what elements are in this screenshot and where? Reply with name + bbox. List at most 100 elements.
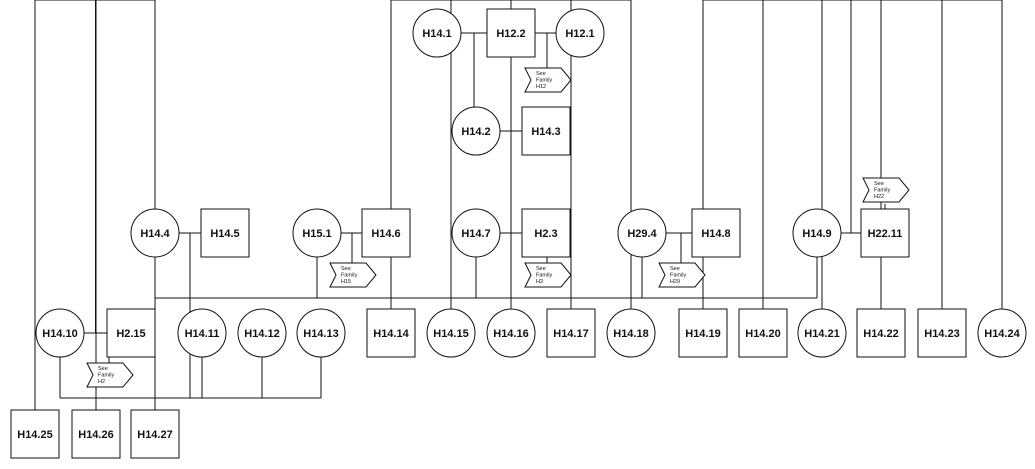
male-square: [200, 208, 250, 258]
male-square: [71, 409, 121, 459]
flag-shape: [86, 362, 134, 388]
male-square: [366, 308, 416, 358]
male-square: [10, 409, 60, 459]
person-H14-20[interactable]: H14.20: [738, 308, 788, 358]
person-label: H14.13: [303, 328, 338, 340]
person-H14-25[interactable]: H14.25: [10, 409, 60, 459]
family-references: SeeFamilyH12SeeFamilyH15SeeFamilyH2SeeFa…: [86, 67, 910, 388]
person-H22-11[interactable]: H22.11: [860, 208, 910, 258]
flag-text: See: [536, 266, 546, 272]
person-label: H14.26: [78, 429, 113, 441]
female-circle: [35, 308, 85, 358]
person-H14-24[interactable]: H14.24: [977, 308, 1027, 358]
female-circle: [977, 308, 1027, 358]
male-square: [691, 208, 741, 258]
person-label: H2.15: [116, 328, 145, 340]
person-H14-8[interactable]: H14.8: [691, 208, 741, 258]
flag-text: See: [536, 71, 546, 77]
person-label: H14.14: [373, 328, 409, 340]
person-label: H12.1: [565, 28, 594, 40]
person-H14-15[interactable]: H14.15: [426, 308, 476, 358]
person-label: H14.15: [433, 328, 468, 340]
person-H14-4[interactable]: H14.4: [130, 208, 180, 258]
person-H14-14[interactable]: H14.14: [366, 308, 416, 358]
male-square: [546, 308, 596, 358]
person-H14-6[interactable]: H14.6: [361, 208, 411, 258]
person-label: H2.3: [534, 228, 557, 240]
female-circle: [296, 308, 346, 358]
person-H14-19[interactable]: H14.19: [678, 308, 728, 358]
person-H14-23[interactable]: H14.23: [917, 308, 967, 358]
person-label: H14.3: [531, 126, 560, 138]
person-H14-13[interactable]: H14.13: [296, 308, 346, 358]
person-label: H14.6: [371, 228, 400, 240]
person-H14-26[interactable]: H14.26: [71, 409, 121, 459]
person-H15-1[interactable]: H15.1: [292, 208, 342, 258]
person-label: H14.21: [804, 328, 839, 340]
person-H14-16[interactable]: H14.16: [486, 308, 536, 358]
person-label: H15.1: [302, 228, 331, 240]
person-label: H29.4: [627, 228, 657, 240]
person-label: H14.27: [137, 429, 172, 441]
female-circle: [130, 208, 180, 258]
flag-text: See: [670, 266, 680, 272]
person-H14-18[interactable]: H14.18: [606, 308, 656, 358]
flag-text: Family: [341, 273, 357, 279]
person-H14-21[interactable]: H14.21: [797, 308, 847, 358]
male-square: [917, 308, 967, 358]
person-H14-17[interactable]: H14.17: [546, 308, 596, 358]
flag-text: Family: [536, 78, 552, 84]
person-label: H14.8: [701, 228, 730, 240]
person-H14-9[interactable]: H14.9: [792, 208, 842, 258]
person-label: H14.12: [244, 328, 279, 340]
flag-text: Family: [670, 273, 686, 279]
person-label: H14.10: [42, 328, 77, 340]
female-circle: [555, 8, 605, 58]
person-H14-5[interactable]: H14.5: [200, 208, 250, 258]
flag-shape: [524, 262, 572, 288]
flag-text: H29: [670, 279, 680, 285]
flag-text: H2: [98, 379, 105, 385]
person-H14-27[interactable]: H14.27: [130, 409, 180, 459]
person-H2-3[interactable]: H2.3: [521, 208, 571, 258]
person-H29-4[interactable]: H29.4: [617, 208, 667, 258]
male-square: [130, 409, 180, 459]
person-H14-3[interactable]: H14.3: [521, 106, 571, 156]
person-H2-15[interactable]: H2.15: [106, 308, 156, 358]
male-square: [486, 8, 536, 58]
flag-text: See: [98, 366, 108, 372]
person-H14-10[interactable]: H14.10: [35, 308, 85, 358]
person-label: H14.4: [140, 228, 170, 240]
flag-text: See: [874, 181, 884, 187]
person-H14-22[interactable]: H14.22: [856, 308, 906, 358]
person-H12-1[interactable]: H12.1: [555, 8, 605, 58]
female-circle: [486, 308, 536, 358]
flag-shape: [524, 67, 572, 93]
male-square: [860, 208, 910, 258]
person-H14-1[interactable]: H14.1: [412, 8, 462, 58]
flag-text: Family: [536, 273, 552, 279]
female-circle: [797, 308, 847, 358]
male-square: [106, 308, 156, 358]
person-label: H22.11: [868, 228, 903, 240]
flag-shape: [658, 262, 706, 288]
person-label: H14.2: [461, 126, 490, 138]
male-square: [856, 308, 906, 358]
person-H12-2[interactable]: H12.2: [486, 8, 536, 58]
person-H14-11[interactable]: H14.11: [177, 308, 227, 358]
person-H14-2[interactable]: H14.2: [451, 106, 501, 156]
male-square: [521, 106, 571, 156]
person-H14-7[interactable]: H14.7: [451, 208, 501, 258]
flag-text: Family: [98, 373, 114, 379]
person-label: H14.9: [802, 228, 831, 240]
female-circle: [451, 106, 501, 156]
flag-text: H22: [874, 194, 884, 200]
person-H14-12[interactable]: H14.12: [237, 308, 287, 358]
